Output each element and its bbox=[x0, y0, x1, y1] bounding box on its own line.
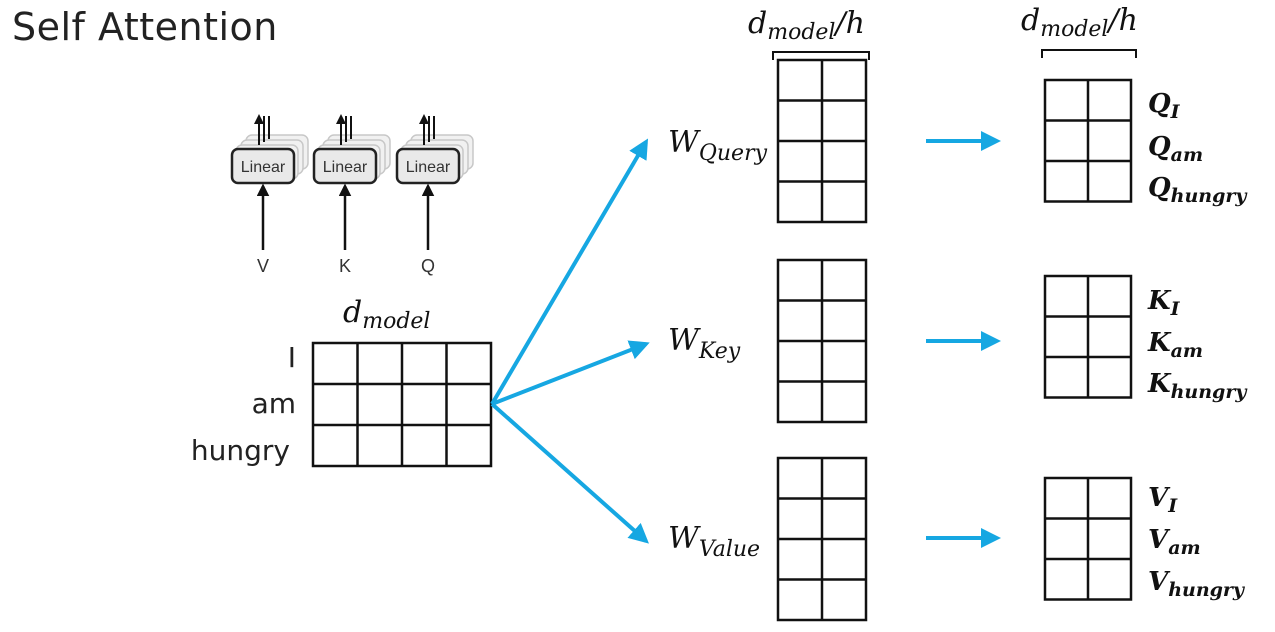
output-query-matrix bbox=[1043, 78, 1133, 203]
input-header-main: d bbox=[343, 295, 362, 330]
linear-label: Linear bbox=[241, 159, 286, 176]
weight-query-label: WQuery bbox=[668, 125, 768, 166]
linear-box bbox=[230, 147, 296, 185]
weight-value-label: WValue bbox=[668, 521, 760, 562]
linear-label: Linear bbox=[406, 159, 451, 176]
output-key-matrix bbox=[1043, 274, 1133, 399]
value-label-2: Vhungry bbox=[1148, 567, 1246, 601]
input-row-label-1: am bbox=[252, 387, 296, 420]
weight-key-matrix bbox=[776, 258, 868, 424]
linear-input-label: Q bbox=[421, 256, 435, 276]
key-label-1: Kam bbox=[1147, 328, 1203, 362]
arrow-to-query bbox=[490, 138, 649, 406]
linear-box bbox=[312, 147, 378, 185]
output-header: dmodel/h bbox=[1021, 3, 1138, 42]
value-label-0: VI bbox=[1148, 483, 1178, 517]
input-row-label-2: hungry bbox=[191, 434, 290, 467]
input-embedding-matrix bbox=[311, 341, 493, 468]
page-title: Self Attention bbox=[12, 5, 278, 49]
weight-value-matrix bbox=[776, 456, 868, 622]
key-label-2: Khungry bbox=[1147, 369, 1248, 403]
weight-header: dmodel/h bbox=[748, 6, 865, 45]
query-label-1: Qam bbox=[1148, 132, 1203, 166]
weight-key-label: WKey bbox=[668, 323, 741, 364]
linear-input-label: V bbox=[257, 256, 269, 276]
arrow-to-value bbox=[490, 402, 649, 544]
key-label-0: KI bbox=[1147, 286, 1181, 320]
linear-box bbox=[395, 147, 461, 185]
weight-header-brace bbox=[772, 51, 870, 60]
weight-query-matrix bbox=[776, 58, 868, 224]
input-matrix-header: dmodel bbox=[343, 295, 430, 334]
output-row-labels: QI Qam Qhungry KI Kam Khungry VI Vam Vhu… bbox=[1147, 89, 1248, 601]
output-value-matrix bbox=[1043, 476, 1133, 601]
query-label-2: Qhungry bbox=[1148, 173, 1248, 207]
value-label-1: Vam bbox=[1148, 525, 1201, 559]
input-header-sub: model bbox=[362, 309, 430, 334]
arrow-to-key bbox=[491, 340, 650, 406]
linear-input-label: K bbox=[339, 256, 351, 276]
output-header-brace bbox=[1041, 49, 1137, 58]
linear-label: Linear bbox=[323, 159, 368, 176]
input-row-label-0: I bbox=[288, 341, 296, 374]
query-label-0: QI bbox=[1148, 89, 1181, 123]
